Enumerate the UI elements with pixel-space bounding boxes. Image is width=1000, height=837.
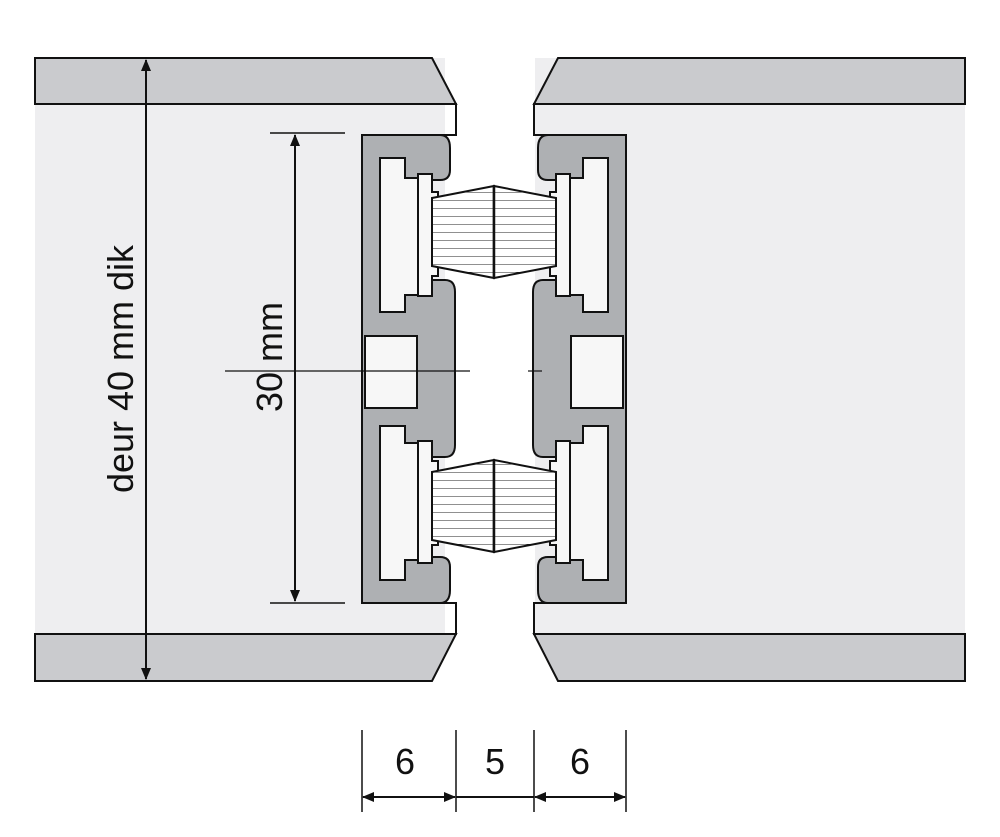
gap-middle-label: 5 bbox=[485, 741, 505, 782]
gap-right-label: 6 bbox=[570, 741, 590, 782]
gap-left-label: 6 bbox=[395, 741, 415, 782]
door-thickness-label: deur 40 mm dik bbox=[100, 244, 141, 493]
gap-dimensions: 6 5 6 bbox=[361, 730, 627, 812]
right-seal-profile bbox=[492, 133, 628, 605]
left-seal-profile bbox=[360, 133, 496, 605]
door-thickness-dimension: deur 40 mm dik bbox=[100, 59, 151, 680]
seal-height-label: 30 mm bbox=[249, 302, 290, 412]
seal-height-dimension: 30 mm bbox=[249, 132, 345, 604]
